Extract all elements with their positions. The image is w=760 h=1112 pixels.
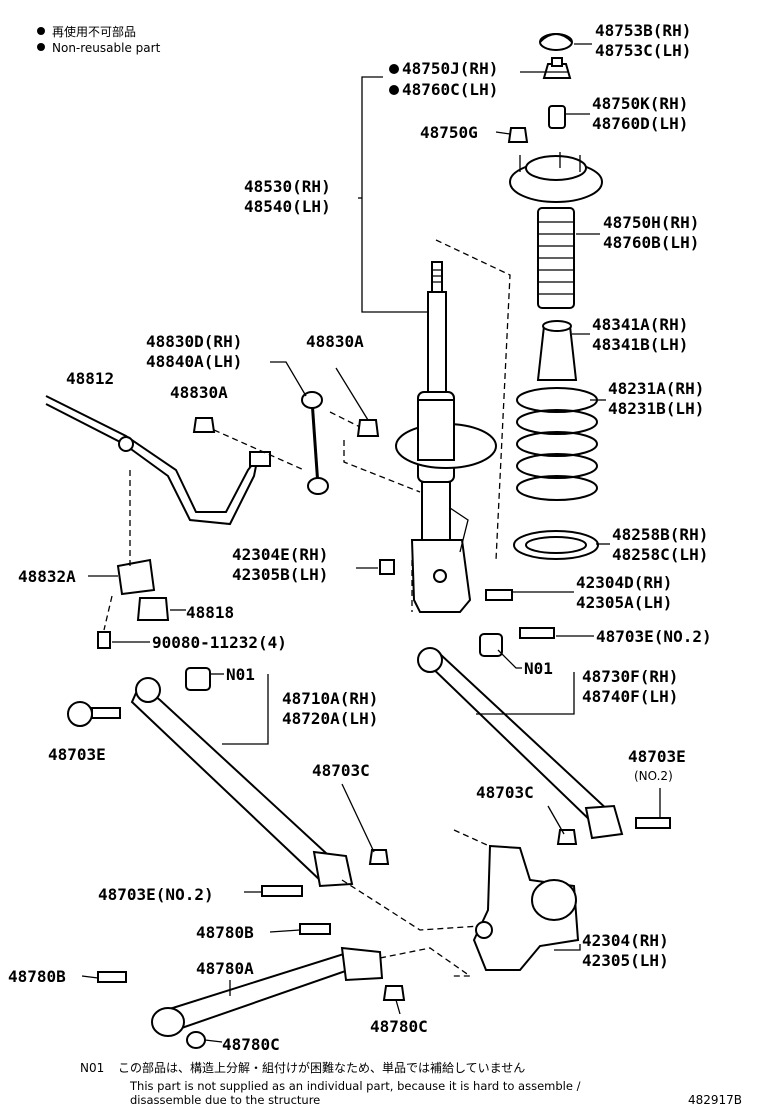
label-48832a: 48832A xyxy=(18,567,76,586)
label-48703e-no2-bottom: 48703E(NO.2) xyxy=(98,885,214,904)
label-48710a-rh: 48710A(RH) xyxy=(282,689,378,708)
label-48818: 48818 xyxy=(186,603,234,622)
label-48830d-lh: 48840A(LH) xyxy=(146,352,242,371)
label-48750j-rh: 48750J(RH) xyxy=(402,59,498,78)
bushing-icon xyxy=(185,667,211,691)
strut-assembly xyxy=(343,76,511,613)
stabilizer-link-icon xyxy=(310,399,320,487)
bump-stopper-icon xyxy=(536,325,578,381)
bolt-icon xyxy=(97,971,127,983)
rear-lateral-arm-icon xyxy=(158,950,362,1032)
knuckle-assembly xyxy=(97,844,580,1049)
label-n01-right: N01 xyxy=(524,659,553,678)
bolt-icon xyxy=(261,885,303,897)
bullet-icon xyxy=(37,27,45,35)
footnote-en-line2: disassemble due to the structure xyxy=(130,1093,320,1107)
label-48703c-mid: 48703C xyxy=(312,761,370,780)
label-48730f-rh: 48730F(RH) xyxy=(582,667,678,686)
bolt-icon xyxy=(485,589,513,601)
nut-icon xyxy=(382,985,406,1001)
coil-spring-icon xyxy=(516,387,598,501)
label-48753-rh: 48753B(RH) xyxy=(595,21,691,40)
bolt-icon xyxy=(299,923,331,935)
non-reusable-bullet-icon xyxy=(389,64,399,74)
label-48830a: 48830A xyxy=(170,383,228,402)
label-42304-lh: 42305(LH) xyxy=(582,951,669,970)
label-48812: 48812 xyxy=(66,369,114,388)
label-42304d-rh: 42304D(RH) xyxy=(576,573,672,592)
bushing-icon xyxy=(548,105,566,129)
label-48830d-rh: 48830D(RH) xyxy=(146,332,242,351)
bullet-icon xyxy=(37,43,45,51)
label-48341-lh: 48341B(LH) xyxy=(592,335,688,354)
footnote-jp: この部品は、構造上分解・組付けが困難なため、単品では補給していません xyxy=(118,1060,525,1075)
label-48780a: 48780A xyxy=(196,959,254,978)
footnote: N01 この部品は、構造上分解・組付けが困難なため、単品では補給していません T… xyxy=(80,1060,742,1107)
label-48780c-bottom: 48780C xyxy=(222,1035,280,1054)
nut-icon xyxy=(507,127,529,143)
leader-lines xyxy=(81,43,661,1043)
bolt-head-icon xyxy=(67,701,93,727)
label-48750j-lh: 48760C(LH) xyxy=(402,80,498,99)
label-48231-lh: 48231B(LH) xyxy=(608,399,704,418)
nut-icon xyxy=(379,559,395,575)
bolt-icon xyxy=(635,817,671,829)
label-48530-rh: 48530(RH) xyxy=(244,177,331,196)
label-42304e-rh: 42304E(RH) xyxy=(232,545,328,564)
bolt-icon xyxy=(519,627,555,639)
label-48703c-right: 48703C xyxy=(476,783,534,802)
label-48753-lh: 48753C(LH) xyxy=(595,41,691,60)
label-48750h-rh: 48750H(RH) xyxy=(603,213,699,232)
label-48830a-top: 48830A xyxy=(306,332,364,351)
legend: 再使用不可部品 Non-reusable part xyxy=(37,24,161,55)
nut-icon xyxy=(368,849,390,865)
stabilizer-bar-icon xyxy=(45,403,259,526)
label-48703e-left: 48703E xyxy=(48,745,106,764)
footnote-en-line1: This part is not supplied as an individu… xyxy=(129,1079,581,1093)
stabilizer-bushing-icon xyxy=(136,597,170,621)
label-48258-rh: 48258B(RH) xyxy=(612,525,708,544)
footnote-code: N01 xyxy=(80,1061,104,1075)
nut-icon xyxy=(556,829,578,845)
label-48703e-right: 48703E xyxy=(628,747,686,766)
label-48710a-lh: 48720A(LH) xyxy=(282,709,378,728)
part-labels: 48753B(RH) 48753C(LH) 48750J(RH) 48760C(… xyxy=(8,21,712,1054)
legend-jp: 再使用不可部品 xyxy=(52,24,136,39)
label-42304d-lh: 42305A(LH) xyxy=(576,593,672,612)
label-48750g: 48750G xyxy=(420,123,478,142)
stabilizer-bracket-icon xyxy=(116,558,156,596)
label-48703e-no2-top: 48703E(NO.2) xyxy=(596,627,712,646)
non-reusable-bullet-icon xyxy=(389,85,399,95)
label-48341-rh: 48341A(RH) xyxy=(592,315,688,334)
nut-icon xyxy=(186,1031,206,1049)
label-48750h-lh: 48760B(LH) xyxy=(603,233,699,252)
bolt-icon xyxy=(97,631,111,649)
label-42304e-lh: 42305B(LH) xyxy=(232,565,328,584)
nut-icon xyxy=(192,417,216,433)
lower-arms xyxy=(67,559,671,931)
label-48730f-lh: 48740F(LH) xyxy=(582,687,678,706)
label-48258-lh: 48258C(LH) xyxy=(612,545,708,564)
upper-mount-parts xyxy=(507,33,603,560)
label-48231-rh: 48231A(RH) xyxy=(608,379,704,398)
legend-en: Non-reusable part xyxy=(52,41,161,55)
label-48780b-mid: 48780B xyxy=(196,923,254,942)
label-48750k-lh: 48760D(LH) xyxy=(592,114,688,133)
label-48780b-left: 48780B xyxy=(8,967,66,986)
bushing-icon xyxy=(479,633,503,657)
nut-icon xyxy=(356,419,380,437)
label-90080: 90080-11232(4) xyxy=(152,633,287,652)
label-48530-lh: 48540(LH) xyxy=(244,197,331,216)
label-48780c-right: 48780C xyxy=(370,1017,428,1036)
label-n01-left: N01 xyxy=(226,665,255,684)
strut-rod-icon xyxy=(431,261,443,293)
label-48703e-right-sub: (NO.2) xyxy=(634,769,673,783)
label-42304-rh: 42304(RH) xyxy=(582,931,669,950)
stabilizer-assembly xyxy=(45,391,380,649)
label-48750k-rh: 48750K(RH) xyxy=(592,94,688,113)
figure-id: 482917B xyxy=(688,1093,742,1107)
